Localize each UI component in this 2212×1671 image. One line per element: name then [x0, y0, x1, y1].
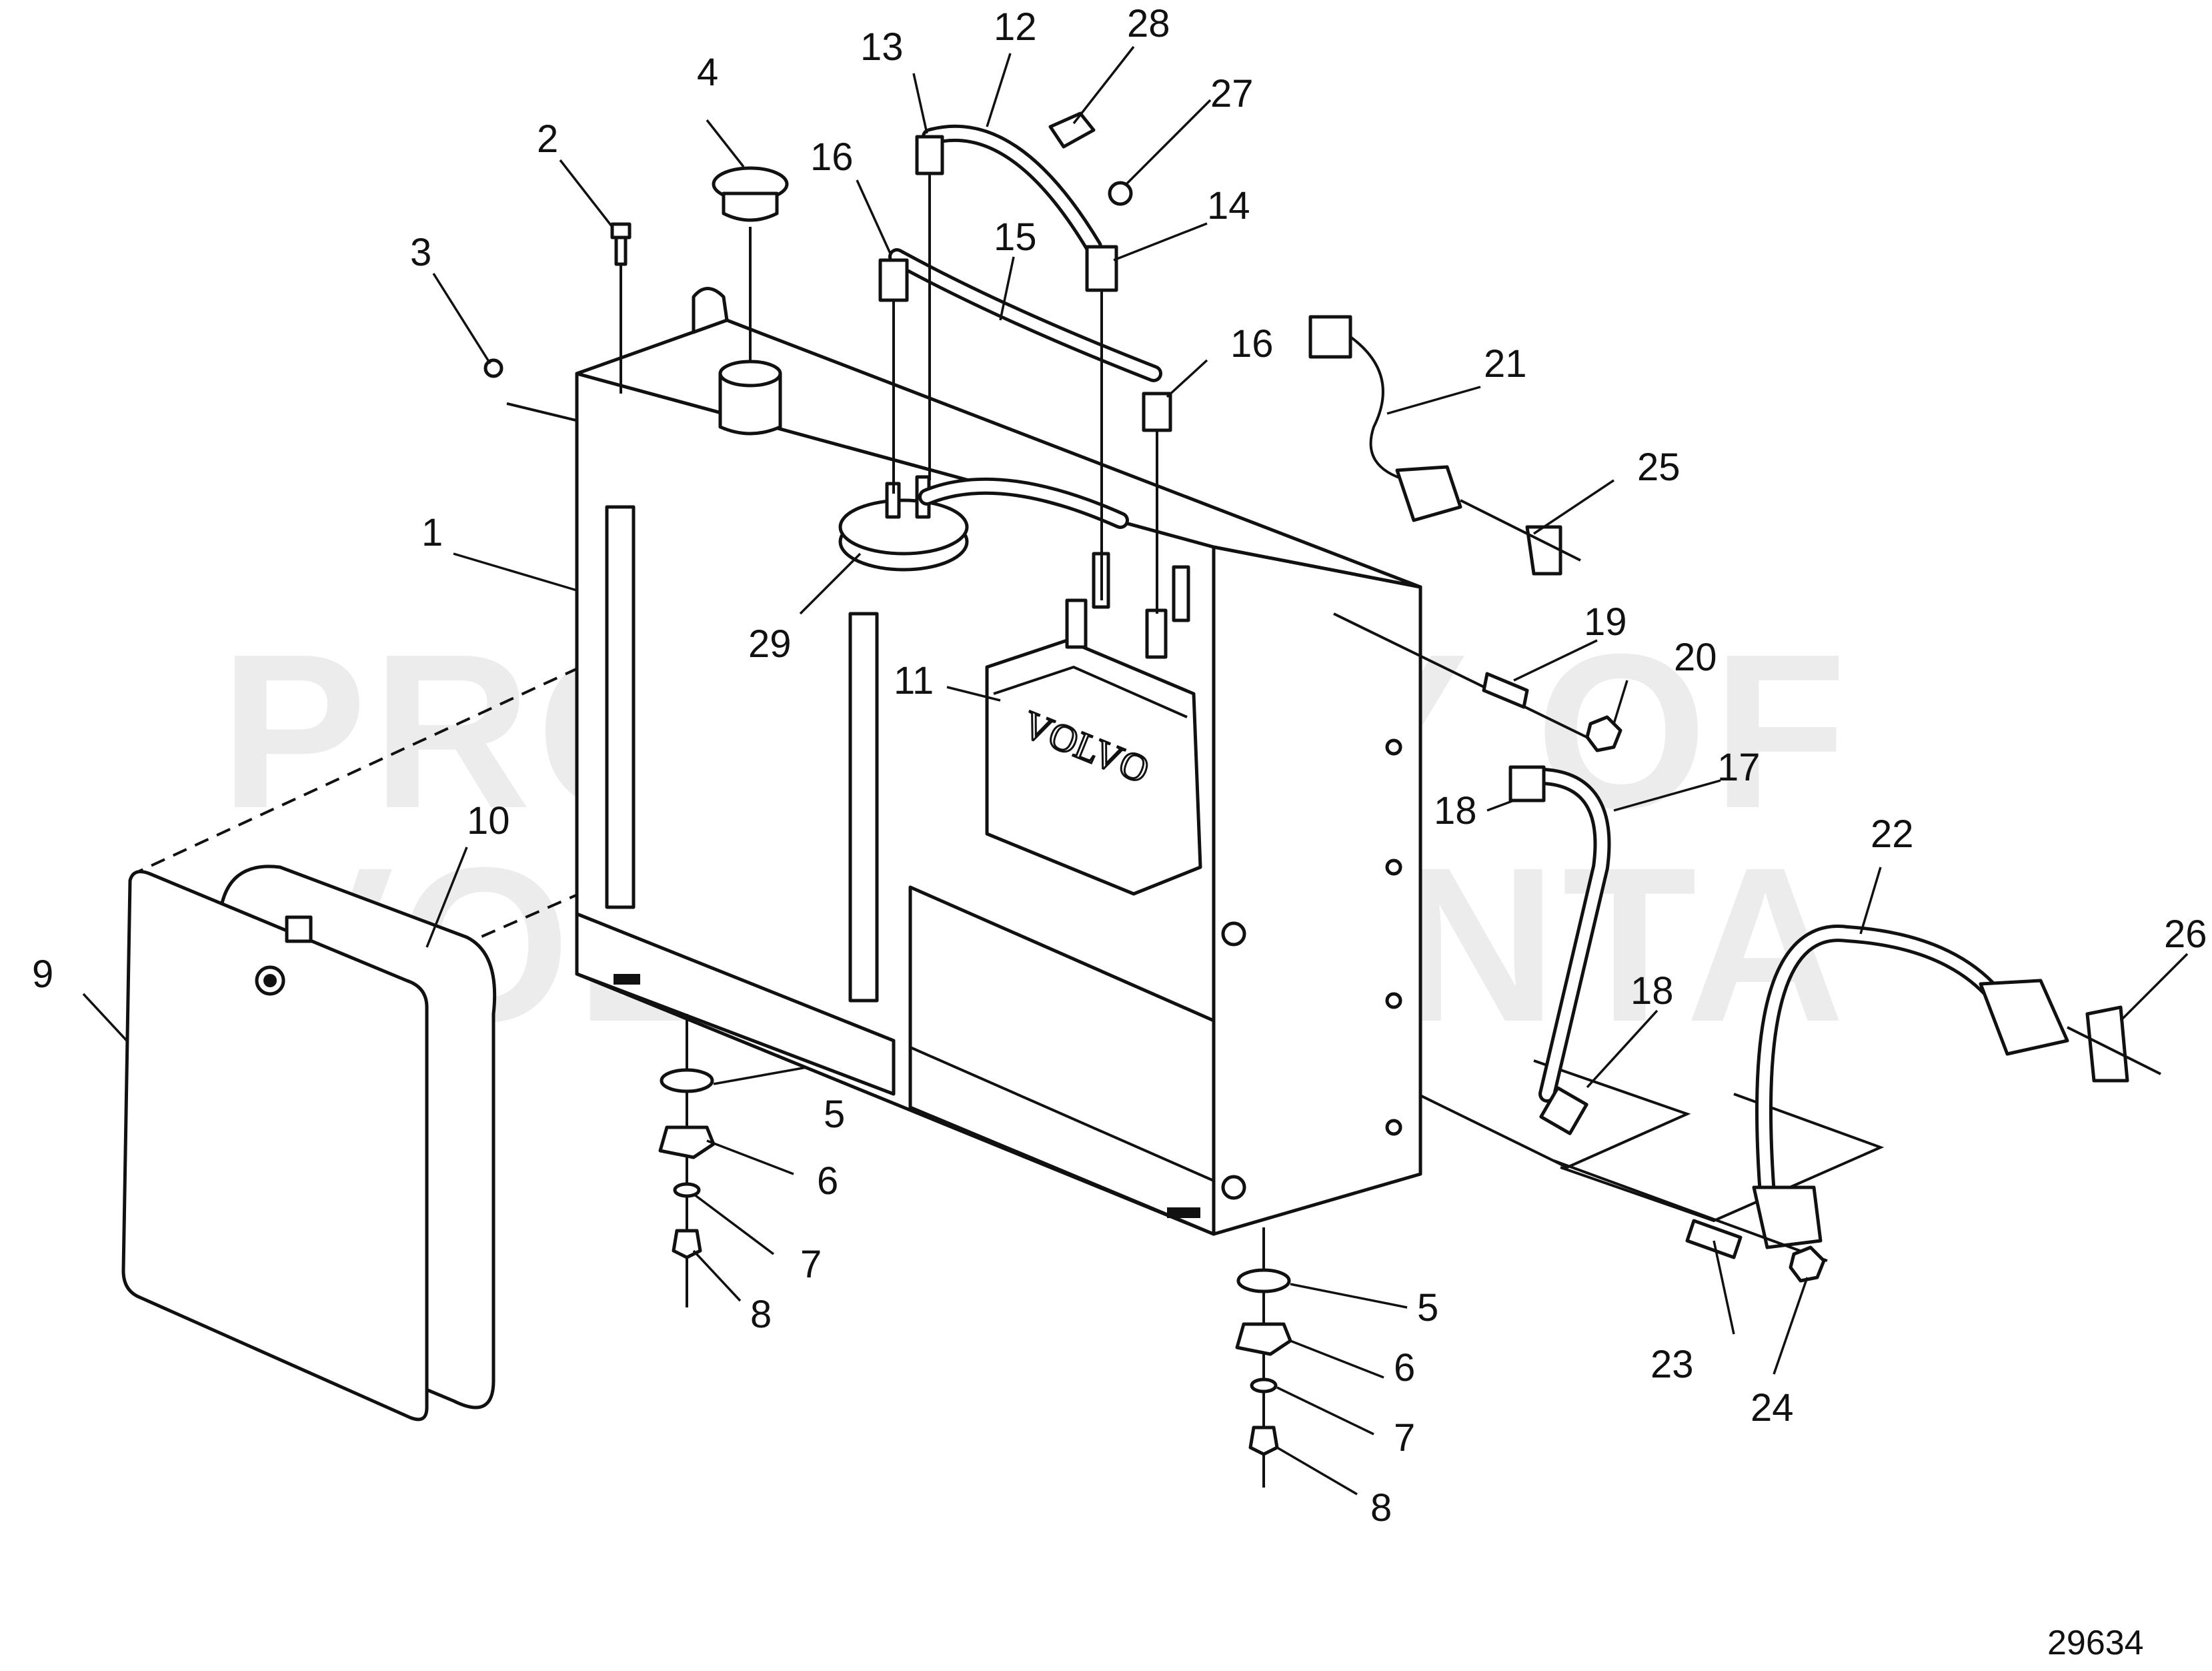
callout-3: 3 — [410, 231, 431, 274]
control-unit: VOLVO — [985, 552, 1202, 896]
callout-24: 24 — [1751, 1386, 1794, 1430]
hose-17 — [1508, 765, 1611, 1135]
harness-22 — [1752, 925, 2161, 1249]
callout-12: 12 — [994, 5, 1037, 49]
harness-21 — [1308, 315, 1581, 576]
callout-17: 17 — [1717, 746, 1761, 789]
callout-26: 26 — [2164, 913, 2207, 956]
callout-16a: 16 — [810, 135, 854, 179]
callout-9: 9 — [32, 953, 53, 996]
bolt-2 — [610, 222, 632, 394]
callout-21: 21 — [1484, 342, 1527, 386]
callout-29: 29 — [748, 622, 792, 666]
sensor-23 — [1553, 1159, 1828, 1283]
mounts-left — [658, 1014, 716, 1307]
callouts: 1 2 3 4 5 5 6 6 7 7 8 8 9 10 11 12 13 14… — [32, 2, 2207, 1530]
callout-22: 22 — [1871, 812, 1914, 856]
callout-7b: 7 — [1394, 1416, 1415, 1460]
callout-18a: 18 — [1434, 789, 1477, 832]
clamps — [1048, 111, 1133, 206]
leader-lines — [82, 45, 2189, 1496]
grommet-3 — [483, 358, 503, 378]
callout-18b: 18 — [1630, 969, 1674, 1013]
tank-body — [575, 287, 1422, 1236]
callout-14: 14 — [1207, 184, 1250, 227]
reference-number: 29634 — [2047, 1624, 2144, 1662]
access-cover — [121, 865, 497, 1422]
callout-4: 4 — [697, 51, 718, 94]
hoses-upper — [878, 124, 1172, 614]
callout-8b: 8 — [1370, 1486, 1392, 1530]
callout-6a: 6 — [817, 1159, 838, 1203]
callout-5b: 5 — [1417, 1286, 1438, 1329]
sensor-19 — [1333, 612, 1622, 752]
callout-25: 25 — [1637, 446, 1681, 489]
callout-2: 2 — [537, 117, 558, 161]
callout-19: 19 — [1584, 600, 1627, 644]
callout-11: 11 — [894, 659, 934, 702]
callout-13: 13 — [860, 25, 904, 69]
callout-27: 27 — [1210, 72, 1254, 115]
callout-20: 20 — [1674, 636, 1717, 679]
callout-23: 23 — [1650, 1343, 1694, 1386]
callout-7a: 7 — [800, 1243, 822, 1286]
callout-5a: 5 — [824, 1093, 845, 1136]
callout-15: 15 — [994, 215, 1037, 259]
callout-1: 1 — [421, 511, 443, 554]
mounts-right — [1235, 1227, 1292, 1488]
callout-16b: 16 — [1230, 322, 1274, 366]
callout-10: 10 — [467, 799, 510, 843]
filler-cap — [712, 166, 789, 436]
fuel-sender — [838, 475, 969, 572]
callout-8a: 8 — [750, 1293, 772, 1336]
callout-28: 28 — [1127, 2, 1170, 45]
callout-6b: 6 — [1394, 1346, 1415, 1389]
